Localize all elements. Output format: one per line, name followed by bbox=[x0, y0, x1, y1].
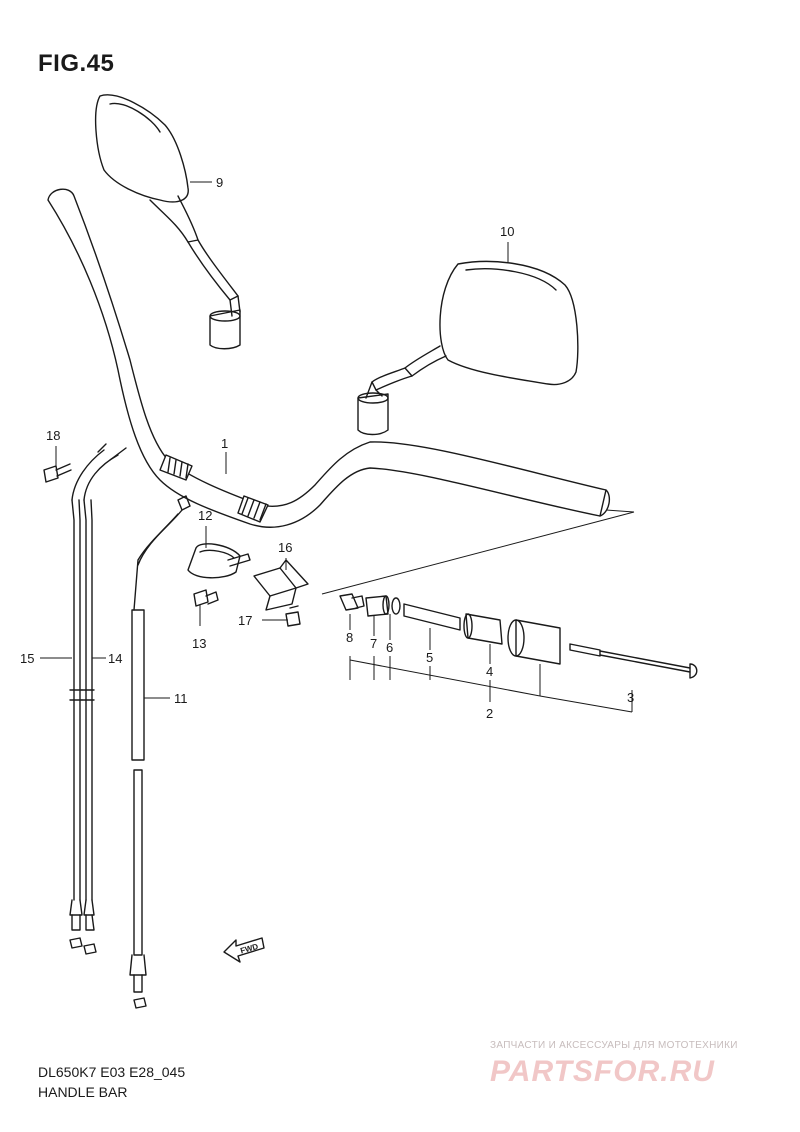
bar-end-cushion-7[interactable] bbox=[365, 595, 390, 617]
screw-18[interactable] bbox=[43, 463, 72, 483]
bracket-16[interactable] bbox=[253, 559, 309, 611]
callout-9: 9 bbox=[216, 175, 223, 190]
clamp-12[interactable] bbox=[187, 543, 251, 579]
leader-lines bbox=[40, 181, 635, 713]
callout-4: 4 bbox=[486, 664, 493, 679]
section-name: HANDLE BAR bbox=[38, 1084, 128, 1100]
bolt-13[interactable] bbox=[193, 589, 219, 607]
bar-end-bolt-3[interactable] bbox=[569, 643, 698, 679]
callout-3: 3 bbox=[627, 690, 634, 705]
callout-5: 5 bbox=[426, 650, 433, 665]
screw-17[interactable] bbox=[285, 605, 301, 627]
callout-labels: 1 2 3 4 5 6 7 8 9 10 11 12 13 14 15 16 1… bbox=[20, 175, 634, 956]
callout-16: 16 bbox=[278, 540, 292, 555]
callout-8: 8 bbox=[346, 630, 353, 645]
callout-2: 2 bbox=[486, 706, 493, 721]
clutch-cable[interactable] bbox=[129, 495, 191, 1009]
watermark-tagline: ЗАПЧАСТИ И АКСЕССУАРЫ ДЛЯ МОТОТЕХНИКИ bbox=[490, 1040, 738, 1051]
bar-end-weight-2[interactable] bbox=[507, 619, 561, 665]
callout-18: 18 bbox=[46, 428, 60, 443]
bar-end-nut-8[interactable] bbox=[339, 593, 365, 611]
callout-1: 1 bbox=[221, 436, 228, 451]
throttle-cable-14[interactable] bbox=[81, 443, 127, 955]
callout-12: 12 bbox=[198, 508, 212, 523]
callout-7: 7 bbox=[370, 636, 377, 651]
mirror-right[interactable] bbox=[357, 260, 579, 436]
handlebar[interactable] bbox=[47, 188, 611, 528]
bar-end-washer-6[interactable] bbox=[391, 597, 401, 615]
callout-11: 11 bbox=[174, 691, 188, 706]
callout-15: 15 bbox=[20, 651, 34, 666]
callout-6: 6 bbox=[386, 640, 393, 655]
fwd-direction-mark bbox=[223, 937, 265, 963]
model-code: DL650K7 E03 E28_045 bbox=[38, 1064, 186, 1080]
figure-title: FIG.45 bbox=[38, 50, 115, 77]
bar-end-spacer-5[interactable] bbox=[403, 603, 461, 631]
watermark-logo: PARTSFOR.RU bbox=[490, 1055, 715, 1088]
bar-end-sleeve-4[interactable] bbox=[463, 613, 503, 645]
callout-13: 13 bbox=[192, 636, 206, 651]
callout-14: 14 bbox=[108, 651, 122, 666]
callout-10: 10 bbox=[500, 224, 514, 239]
mirror-left[interactable] bbox=[95, 94, 241, 350]
throttle-cable-15[interactable] bbox=[69, 449, 105, 949]
callout-17: 17 bbox=[238, 613, 252, 628]
